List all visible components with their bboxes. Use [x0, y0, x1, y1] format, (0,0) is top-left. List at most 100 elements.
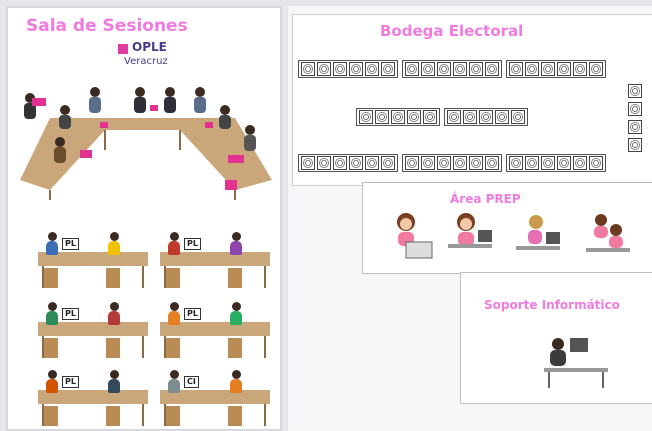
ople-logo-name: OPLE	[132, 40, 167, 54]
ballot-box-group	[506, 154, 606, 172]
representative-head	[48, 232, 57, 241]
representative-body	[46, 241, 58, 255]
prep-worker-3	[516, 215, 560, 250]
party-sign: PL	[62, 308, 79, 320]
ople-logo-state: Veracruz	[124, 56, 168, 67]
desk-leg	[264, 266, 266, 288]
representative-desk	[38, 390, 148, 404]
desk-leg	[42, 404, 44, 426]
ballot-box	[479, 110, 493, 124]
chair	[44, 268, 58, 288]
representative-head	[48, 370, 57, 379]
ballot-row-bottom	[298, 154, 606, 172]
ballot-box	[407, 110, 421, 124]
ballot-box	[365, 156, 379, 170]
party-sign: CI	[184, 376, 199, 388]
ballot-box	[628, 102, 642, 116]
ballot-box	[589, 62, 603, 76]
council-table	[20, 118, 272, 190]
ballot-box	[469, 62, 483, 76]
ballot-box	[453, 62, 467, 76]
representative-body	[230, 311, 242, 325]
ballot-box	[525, 62, 539, 76]
ballot-box	[589, 156, 603, 170]
soporte-title: Soporte Informático	[484, 298, 620, 312]
ballot-box	[301, 62, 315, 76]
ballot-box	[485, 156, 499, 170]
ballot-box	[573, 62, 587, 76]
chair	[166, 338, 180, 358]
chair	[228, 268, 242, 288]
ballot-box	[317, 156, 331, 170]
support-workstation	[544, 338, 608, 388]
representative-body	[230, 241, 242, 255]
desk-leg	[142, 336, 144, 358]
ballot-box	[509, 156, 523, 170]
ballot-box	[381, 62, 395, 76]
ballot-box	[421, 62, 435, 76]
ballot-box	[381, 156, 395, 170]
representative-body	[108, 311, 120, 325]
representative-head	[232, 370, 241, 379]
representative-head	[170, 232, 179, 241]
ballot-box	[423, 110, 437, 124]
prep-worker-4	[586, 214, 630, 252]
ballot-box	[405, 156, 419, 170]
ballot-box	[541, 62, 555, 76]
representative-body	[230, 379, 242, 393]
party-sign: PL	[184, 308, 201, 320]
council-table-illustration	[20, 87, 272, 200]
desk-leg	[164, 266, 166, 288]
chair	[228, 406, 242, 426]
representative-head	[48, 302, 57, 311]
representative-desk	[38, 322, 148, 336]
chair	[44, 406, 58, 426]
ballot-box	[463, 110, 477, 124]
ballot-box	[333, 62, 347, 76]
ballot-box	[573, 156, 587, 170]
ballot-box	[437, 62, 451, 76]
prep-worker-2	[448, 213, 492, 248]
ballot-box	[333, 156, 347, 170]
desk-leg	[164, 404, 166, 426]
ballot-box	[541, 156, 555, 170]
ballot-box	[365, 62, 379, 76]
representative-head	[110, 232, 119, 241]
desk-leg	[164, 336, 166, 358]
representative-body	[46, 311, 58, 325]
ballot-box	[525, 156, 539, 170]
representative-head	[110, 370, 119, 379]
ballot-box	[359, 110, 373, 124]
ballot-box	[469, 156, 483, 170]
ballot-box-group	[356, 108, 440, 126]
ballot-box-group	[298, 60, 398, 78]
representative-body	[108, 379, 120, 393]
representative-body	[168, 311, 180, 325]
ballot-box	[437, 156, 451, 170]
representative-desk	[160, 252, 270, 266]
ballot-box	[421, 156, 435, 170]
ballot-box-group	[444, 108, 528, 126]
prep-title: Área PREP	[450, 192, 521, 206]
ballot-box-group	[506, 60, 606, 78]
council-members	[24, 87, 256, 163]
ballot-box	[628, 138, 642, 152]
chair	[44, 338, 58, 358]
ballot-box	[509, 62, 523, 76]
ballot-box-group	[402, 60, 502, 78]
ballot-box	[557, 156, 571, 170]
bodega-title: Bodega Electoral	[380, 22, 524, 40]
ballot-box-group	[402, 154, 502, 172]
representative-head	[170, 302, 179, 311]
sala-title: Sala de Sesiones	[26, 16, 188, 36]
party-sign: PL	[62, 376, 79, 388]
ballot-box	[447, 110, 461, 124]
ople-logo: OPLE Veracruz	[118, 40, 180, 80]
ballot-box	[391, 110, 405, 124]
ballot-box	[628, 120, 642, 134]
representative-head	[170, 370, 179, 379]
prep-workstations	[397, 213, 630, 259]
ballot-box	[453, 156, 467, 170]
chair	[106, 338, 120, 358]
desk-leg	[42, 266, 44, 288]
